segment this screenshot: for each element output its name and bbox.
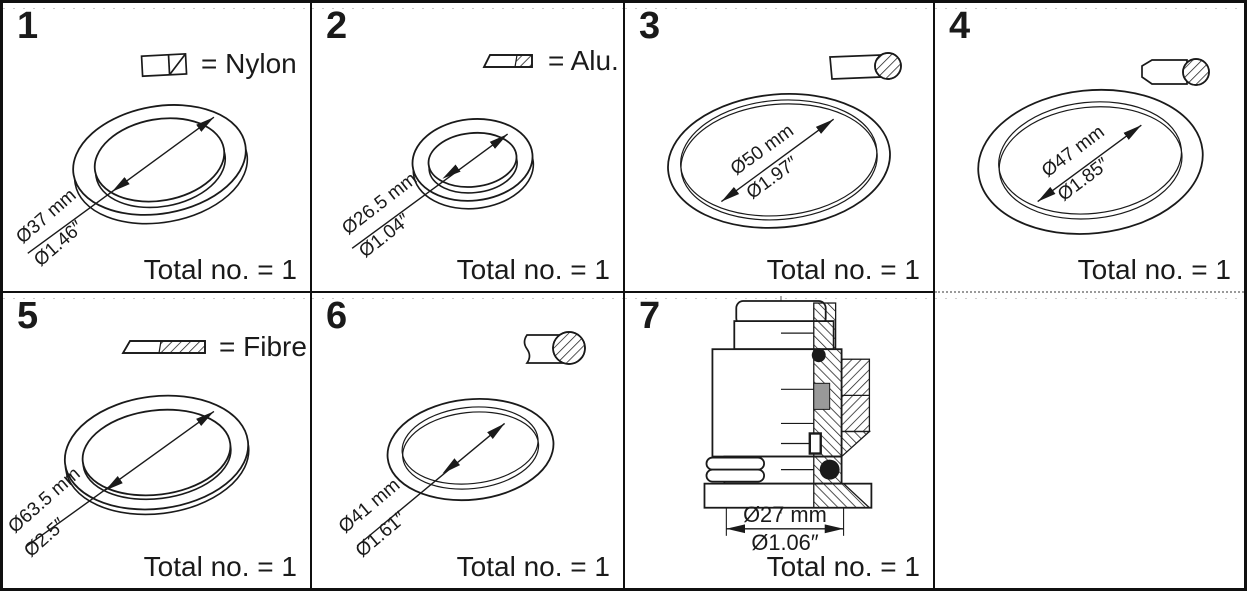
part-number: 4	[949, 5, 970, 47]
part-number: 3	[639, 5, 660, 47]
part-cell-4: Ø47 mm Ø1.85″ 4 Total no. = 1	[935, 3, 1244, 293]
dim-in-label: Ø1.06″	[751, 530, 818, 555]
gland-detail	[808, 432, 822, 455]
total-count-label: Total no. = 1	[456, 254, 610, 285]
dim-mm-label: Ø27 mm	[743, 502, 827, 527]
alu-swatch-icon	[482, 54, 533, 68]
seal-ring-drawing: Ø41 mm Ø1.61″	[335, 397, 555, 562]
fibre-swatch-icon	[121, 340, 206, 354]
oring-dot	[819, 459, 840, 480]
legend-label: = Alu.	[548, 45, 619, 76]
empty-cell	[935, 293, 1244, 588]
oring-dot	[811, 348, 826, 363]
fibre-washer-drawing: Ø63.5 mm Ø2.5″	[4, 394, 250, 562]
legend-label: = Fibre	[219, 331, 307, 362]
total-count-label: Total no. = 1	[143, 551, 297, 582]
diameter-arrow	[720, 118, 835, 203]
part-cell-1: Ø37 mm Ø1.46″ 1 = Nylon Total no. = 1	[3, 3, 312, 293]
total-count-label: Total no. = 1	[1077, 254, 1231, 285]
washer-ellipses	[411, 118, 535, 210]
alu-washer-drawing: Ø26.5 mm Ø1.04″	[338, 118, 535, 262]
legend-label: = Nylon	[201, 48, 297, 79]
union-cross-section-drawing: Ø27 mm Ø1.06″	[703, 296, 873, 555]
part-number: 6	[326, 295, 347, 337]
oring-cross-section-icon	[1135, 53, 1215, 94]
part-cell-7: Ø27 mm Ø1.06″ 7 Total no. = 1	[625, 293, 935, 588]
washer-ellipses	[63, 394, 250, 516]
material-legend: = Nylon	[139, 47, 297, 81]
total-count-label: Total no. = 1	[766, 254, 920, 285]
total-count-label: Total no. = 1	[766, 551, 920, 582]
part-number: 1	[17, 5, 38, 47]
seal-ring-drawing: Ø47 mm Ø1.85″	[977, 88, 1204, 235]
part-number: 5	[17, 295, 38, 337]
nylon-washer-drawing: Ø37 mm Ø1.46″	[12, 104, 249, 270]
ring-ellipses	[386, 397, 555, 502]
material-legend: = Fibre	[121, 331, 307, 363]
seal-ring-drawing: Ø50 mm Ø1.97″	[667, 93, 891, 229]
dimension-callout: Ø27 mm Ø1.06″	[725, 502, 845, 555]
part-cell-3: Ø50 mm Ø1.97″ 3 Total no. = 1	[625, 3, 935, 293]
part-number: 2	[326, 5, 347, 47]
oring-cross-section-icon	[823, 49, 911, 88]
inner-step-lines	[780, 332, 870, 471]
part-cell-5: Ø63.5 mm Ø2.5″ 5 = Fibre Total no. = 1	[3, 293, 312, 588]
packing-block	[813, 382, 831, 410]
oring-cross-section-icon	[508, 329, 600, 374]
washer-ellipses	[72, 104, 249, 225]
part-cell-2: Ø26.5 mm Ø1.04″ 2 = Alu. Total no. = 1	[312, 3, 625, 293]
diameter-arrow	[351, 133, 509, 249]
part-cell-6: Ø41 mm Ø1.61″ 6 Total no. = 1	[312, 293, 625, 588]
total-count-label: Total no. = 1	[143, 254, 297, 285]
nylon-swatch-icon	[140, 53, 188, 78]
material-legend: = Alu.	[482, 45, 619, 77]
diameter-arrow	[356, 422, 506, 547]
total-count-label: Total no. = 1	[456, 551, 610, 582]
part-number: 7	[639, 295, 660, 337]
